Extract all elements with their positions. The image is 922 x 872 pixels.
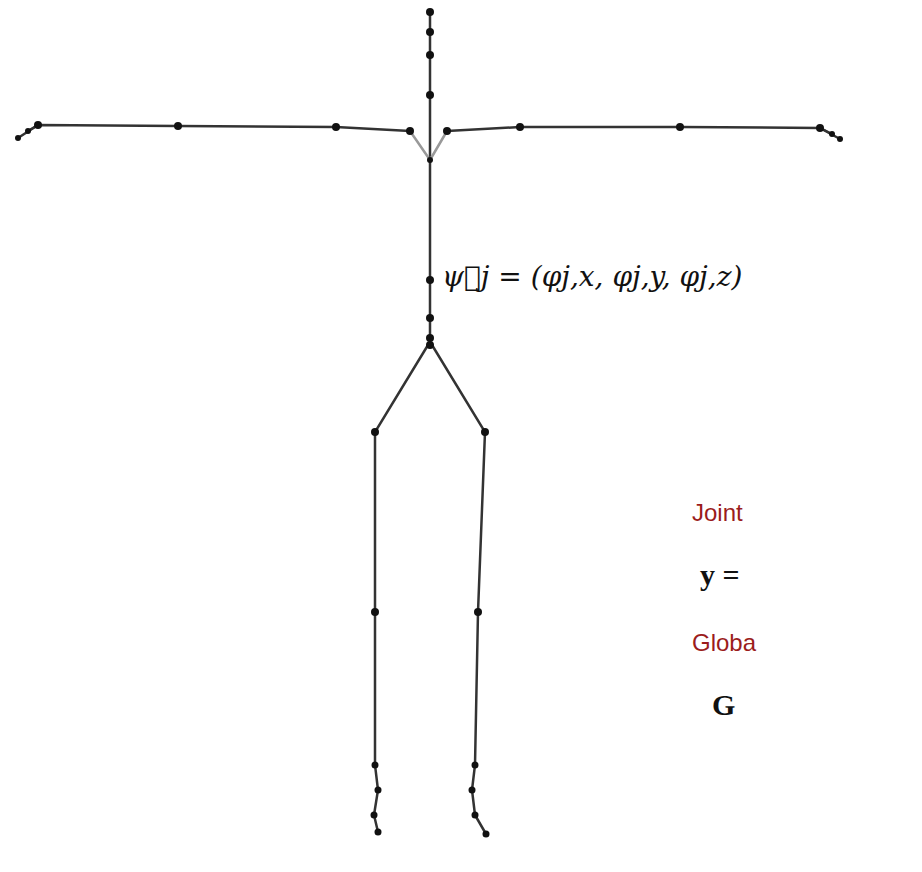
joint-angle-formula: ψ⃗j = (φj,x, φj,y, φj,z): [442, 262, 742, 293]
joint-dot: [426, 314, 434, 322]
joint-dot: [443, 127, 451, 135]
formula-text: y =: [700, 558, 740, 591]
joint-dot: [332, 123, 340, 131]
joints: [15, 8, 843, 838]
joint-dot: [174, 122, 182, 130]
joint-dot: [406, 127, 414, 135]
clavicle-bone: [430, 131, 447, 160]
joint-dot: [472, 762, 479, 769]
joint-dot: [426, 8, 434, 16]
joint-dot: [427, 157, 433, 163]
clavicle-bone: [410, 131, 430, 160]
joint-dot: [371, 608, 379, 616]
joint-dot: [375, 829, 382, 836]
joint-dot: [829, 131, 835, 137]
joint-dot: [372, 762, 379, 769]
joint-dot: [481, 428, 489, 436]
formula-text: G: [712, 688, 735, 721]
joint-dot: [371, 812, 378, 819]
joint-dot: [837, 136, 843, 142]
joint-dot: [676, 123, 684, 131]
joint-dot: [426, 51, 434, 59]
joint-dot: [375, 787, 382, 794]
joint-dot: [426, 276, 434, 284]
arm-bone: [447, 127, 832, 134]
section-heading: Globa: [692, 630, 756, 656]
bones: [18, 12, 840, 834]
joint-dot: [426, 91, 434, 99]
joint-dot: [426, 334, 434, 342]
joint-dot: [15, 135, 21, 141]
joint-dot: [371, 428, 379, 436]
joint-dot: [474, 608, 482, 616]
leg-bone: [374, 345, 428, 832]
joint-dot: [426, 341, 434, 349]
joint-dot: [25, 128, 31, 134]
section-heading: Joint: [692, 500, 743, 526]
arm-bone: [28, 125, 410, 131]
joint-dot: [472, 812, 479, 819]
joint-dot: [483, 831, 490, 838]
leg-bone: [432, 345, 486, 834]
joint-dot: [816, 124, 824, 132]
joint-dot: [469, 787, 476, 794]
joint-dot: [516, 123, 524, 131]
joint-dot: [426, 28, 434, 36]
joint-dot: [34, 121, 42, 129]
